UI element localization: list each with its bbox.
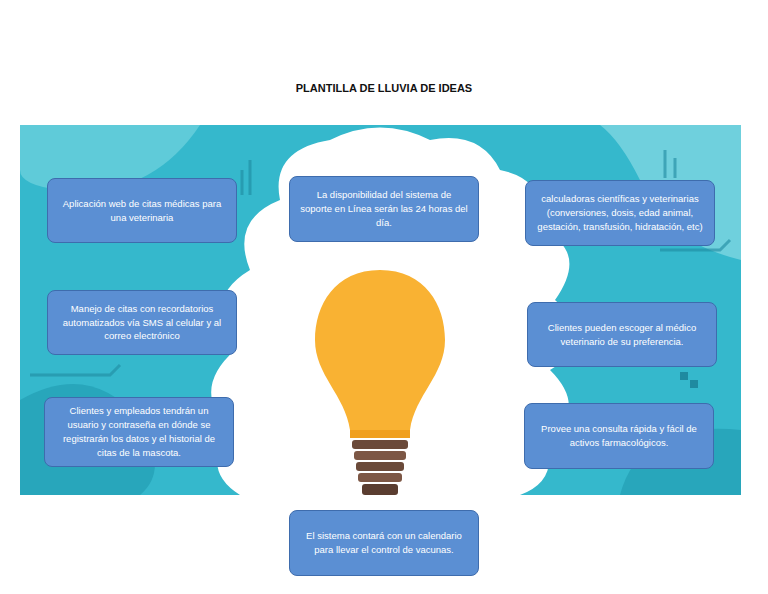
bar-decoration <box>664 150 667 178</box>
cloud-shape <box>211 128 576 496</box>
bulb-neck <box>350 430 410 438</box>
idea-text: Provee una consulta rápida y fácil de ac… <box>535 422 703 450</box>
bulb-base <box>362 484 398 495</box>
idea-box: Manejo de citas con recordatorios automa… <box>47 290 237 355</box>
page-title: PLANTILLA DE LLUVIA DE IDEAS <box>0 82 768 94</box>
square-decoration <box>680 372 688 380</box>
idea-box: Aplicación web de citas médicas para una… <box>47 178 237 243</box>
idea-text: Clientes pueden escoger al médico veteri… <box>538 321 706 349</box>
idea-text: El sistema contará con un calendario par… <box>300 529 468 557</box>
idea-text: Aplicación web de citas médicas para una… <box>58 197 226 225</box>
idea-text: Clientes y empleados tendrán un usuario … <box>55 404 223 459</box>
idea-box: La disponibilidad del sistema de soporte… <box>289 176 479 242</box>
idea-box: calculadoras científicas y veterinarias … <box>525 180 715 246</box>
square-decoration <box>690 380 698 388</box>
bar-decoration <box>249 160 252 195</box>
teal-background <box>20 125 741 495</box>
bulb-base <box>354 451 406 460</box>
idea-text: La disponibilidad del sistema de soporte… <box>300 188 468 229</box>
bulb-base <box>352 440 408 449</box>
idea-text: calculadoras científicas y veterinarias … <box>536 192 704 233</box>
idea-box: Provee una consulta rápida y fácil de ac… <box>524 403 714 469</box>
idea-box: Clientes y empleados tendrán un usuario … <box>44 397 234 467</box>
idea-text: Manejo de citas con recordatorios automa… <box>58 302 226 343</box>
idea-box: El sistema contará con un calendario par… <box>289 510 479 576</box>
arrow-decoration <box>30 365 120 375</box>
bulb-base <box>358 473 402 482</box>
bar-decoration <box>241 170 244 195</box>
idea-box: Clientes pueden escoger al médico veteri… <box>527 302 717 367</box>
bulb-base <box>356 462 404 471</box>
bar-decoration <box>674 158 677 178</box>
bulb-glass <box>315 270 445 430</box>
